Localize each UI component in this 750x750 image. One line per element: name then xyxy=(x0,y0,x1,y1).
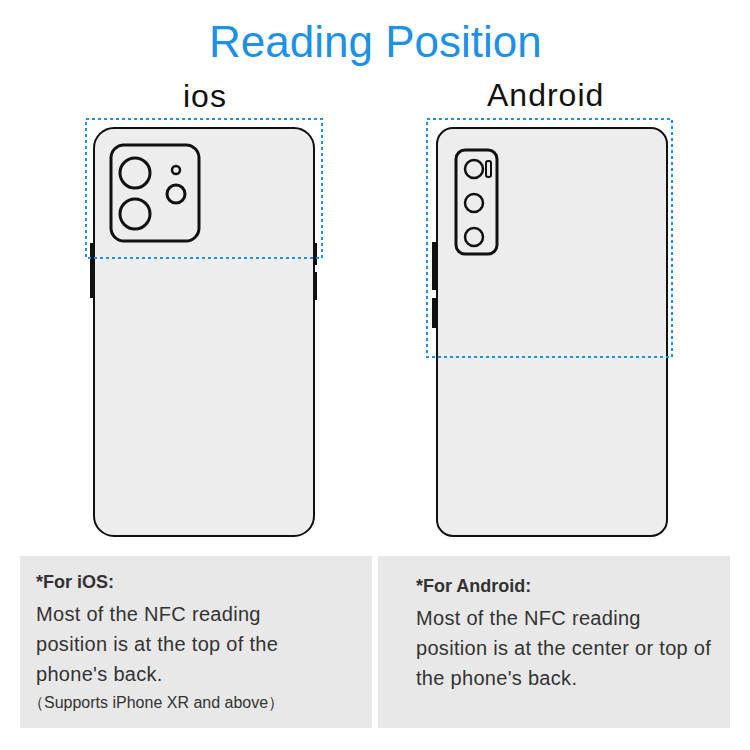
page-title: Reading Position xyxy=(209,17,542,67)
camera-lens xyxy=(465,194,483,212)
phone-heading: ios xyxy=(183,78,227,115)
camera-lens xyxy=(167,185,185,203)
phone-heading: Android xyxy=(487,77,604,114)
nfc-area xyxy=(427,119,672,357)
panel-heading: *For iOS: xyxy=(36,572,362,593)
camera-lens xyxy=(120,199,150,229)
panel-text: （Supports iPhone XR and above） xyxy=(28,691,362,715)
panel-text: Most of the NFC reading position is at t… xyxy=(36,599,336,689)
nfc-area xyxy=(86,119,322,258)
camera-lens xyxy=(465,228,483,246)
camera-lens xyxy=(465,160,483,178)
text-panel: *For Android: Most of the NFC reading pos… xyxy=(378,556,730,728)
camera-flash xyxy=(172,166,180,174)
phone-body xyxy=(437,128,667,536)
text-panel: *For iOS: Most of the NFC reading positio… xyxy=(20,556,372,728)
camera-block xyxy=(111,145,199,241)
phone-body xyxy=(94,128,314,536)
panel-text: Most of the NFC reading position is at t… xyxy=(416,603,716,693)
panel-heading: *For Android: xyxy=(416,576,720,597)
camera-flash xyxy=(486,161,491,177)
camera-module xyxy=(456,150,497,254)
camera-lens xyxy=(120,158,150,188)
